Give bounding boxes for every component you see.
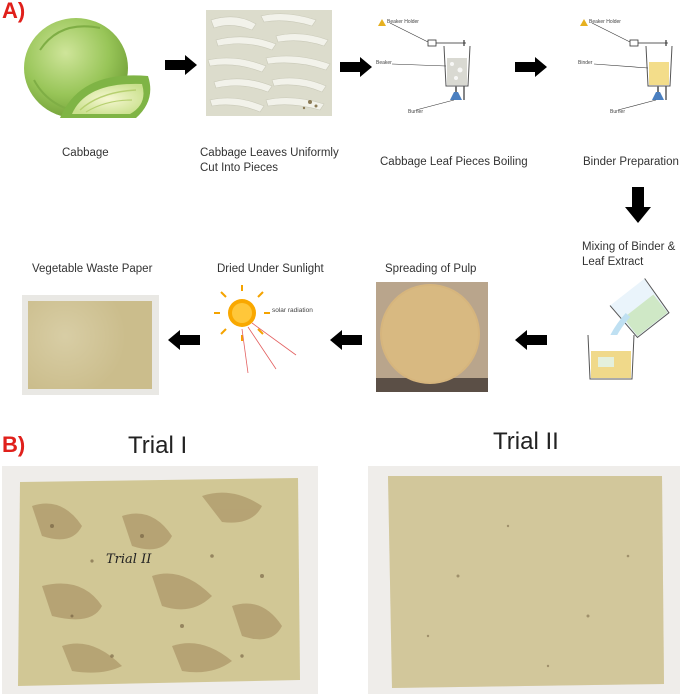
arrow-right-icon [340, 57, 372, 82]
beaker-label: Beaker [376, 60, 392, 66]
trial-2-paper-image [368, 466, 680, 694]
step-paper-label: Vegetable Waste Paper [32, 263, 153, 275]
trial-2-title: Trial II [493, 428, 559, 455]
cabbage-image [20, 10, 158, 128]
trial-1-paper-image: Trial II [2, 466, 318, 694]
waste-paper-image [22, 295, 159, 395]
trial-handwritten-label: Trial II [106, 552, 152, 567]
arrow-left-icon [515, 330, 547, 355]
step-binder-label: Binder Preparation [583, 156, 679, 168]
burner-label: Burner [610, 109, 626, 115]
arrow-left-icon [330, 330, 362, 355]
beaker-holder-label: Beaker Holder [387, 19, 419, 25]
arrow-right-icon [165, 55, 197, 80]
step-boiling-label: Cabbage Leaf Pieces Boiling [380, 156, 528, 168]
panel-a-label: A) [2, 0, 26, 23]
trial-1-title: Trial I [128, 432, 188, 459]
solar-radiation-label: solar radiation [272, 307, 313, 314]
burner-label: Burner [408, 109, 424, 115]
binder-label: Binder [578, 60, 593, 66]
step-cut-label: Cabbage Leaves Uniformly Cut Into Pieces [200, 147, 339, 174]
warning-icon [580, 19, 588, 26]
boiling-apparatus-diagram: Beaker Holder Beaker Burner [372, 14, 482, 124]
cut-leaves-image [206, 10, 332, 116]
step-dried-label: Dried Under Sunlight [217, 263, 324, 275]
panel-b-label: B) [2, 432, 26, 457]
sun-icon [214, 285, 297, 374]
step-mixing-label: Mixing of Binder & Leaf Extract [582, 241, 676, 268]
pulp-image [376, 282, 488, 392]
sun-diagram: solar radiation [212, 285, 322, 380]
warning-icon [378, 19, 386, 26]
arrow-down-icon [625, 187, 651, 228]
arrow-right-icon [515, 57, 547, 82]
step-cabbage-label: Cabbage [62, 147, 109, 159]
binder-apparatus-diagram: Beaker Holder Binder Burner [574, 14, 684, 124]
arrow-left-icon [168, 330, 200, 355]
mixing-image [580, 275, 672, 383]
step-spreading-label: Spreading of Pulp [385, 263, 477, 275]
beaker-holder-label: Beaker Holder [589, 19, 621, 25]
